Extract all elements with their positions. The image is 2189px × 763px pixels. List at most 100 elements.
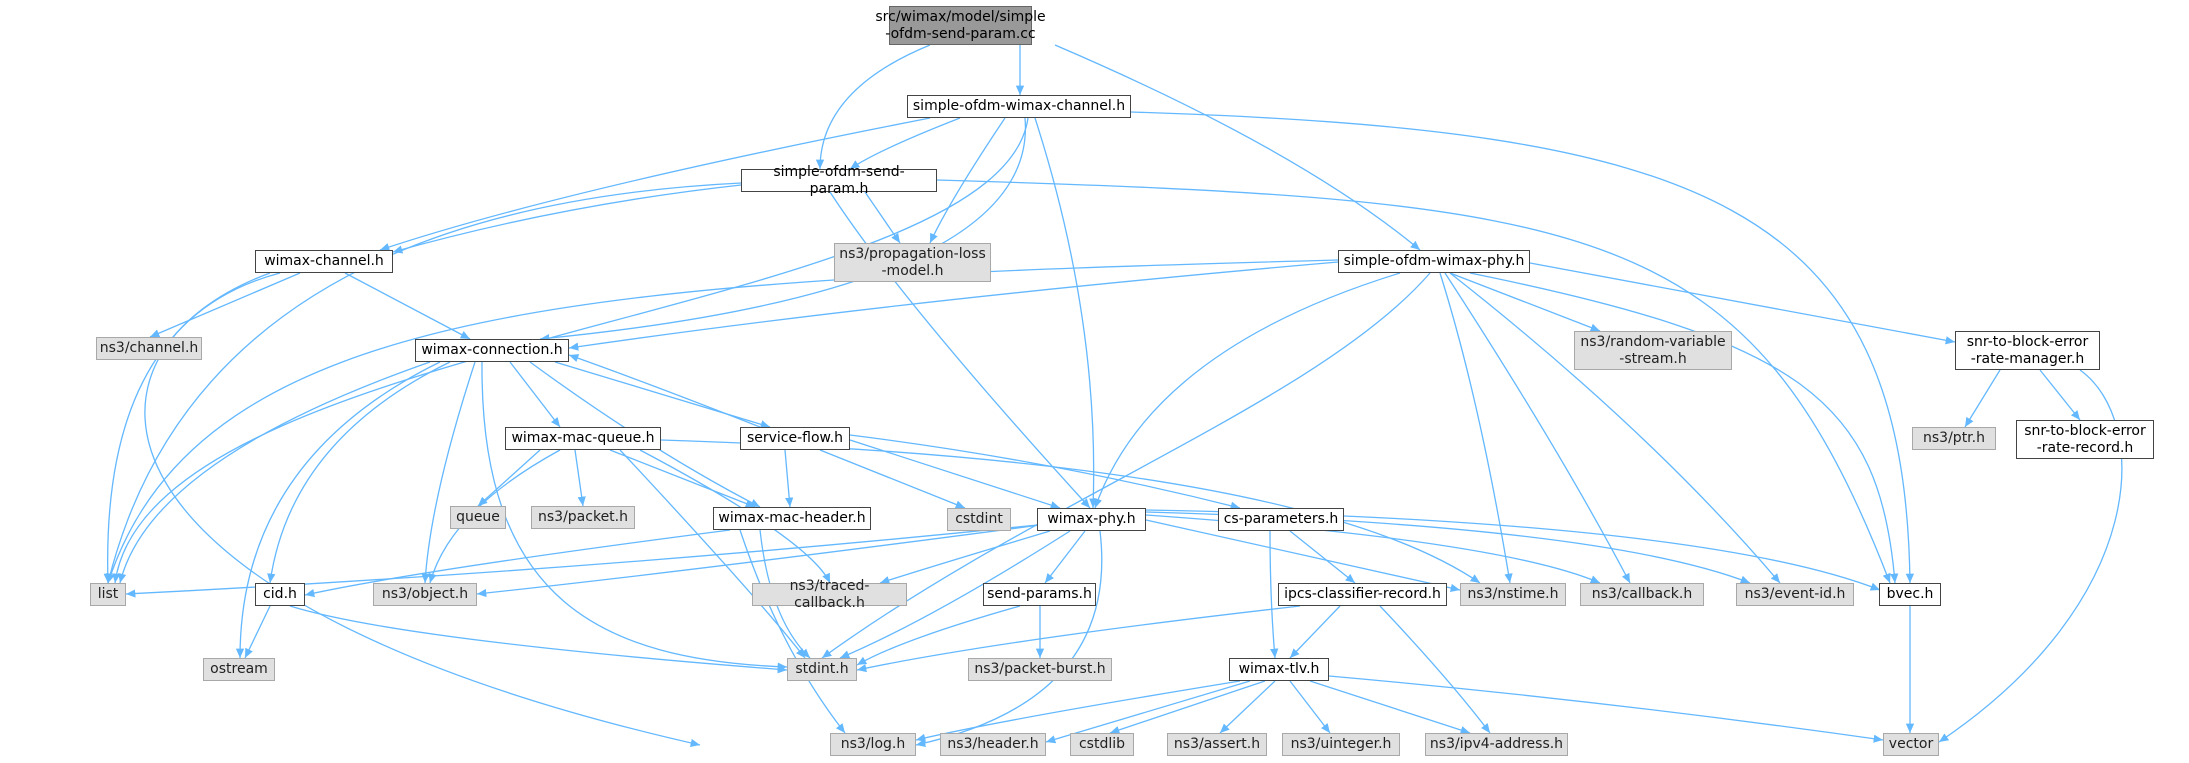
edge-wconn-to-stdint bbox=[481, 361, 788, 671]
edge-cid-to-ostream bbox=[244, 605, 271, 659]
edge-wphy-to-cb bbox=[1145, 514, 1601, 584]
node-ns3-event-id-h: ns3/event-id.h bbox=[1736, 583, 1854, 606]
edge-sf-to-cstdint bbox=[819, 449, 966, 509]
edge-sendp-to-stdint bbox=[856, 605, 1021, 666]
edge-wconn-to-ostream bbox=[235, 361, 441, 659]
edge-sowc-to-wch bbox=[379, 117, 931, 251]
node-wimax-tlv-h[interactable]: wimax-tlv.h bbox=[1229, 658, 1329, 681]
edge-tlv-to-vector bbox=[1328, 675, 1884, 743]
edge-wphy-to-sendp bbox=[1044, 530, 1086, 584]
node-stdint-h: stdint.h bbox=[787, 658, 857, 681]
edge-snrm-to-snrr bbox=[2039, 369, 2081, 421]
node-ns3-callback-h: ns3/callback.h bbox=[1580, 583, 1704, 606]
edge-ipcs-to-tlv bbox=[1289, 605, 1341, 659]
node-simple-ofdm-send-param-h[interactable]: simple-ofdm-send-param.h bbox=[741, 164, 937, 197]
node-simple-ofdm-wimax-phy-h[interactable]: simple-ofdm-wimax-phy.h bbox=[1338, 250, 1530, 273]
node-send-params-h[interactable]: send-params.h bbox=[983, 583, 1096, 606]
edge-tlv-to-ipv4 bbox=[1309, 680, 1471, 735]
edge-root-to-sosp bbox=[815, 44, 931, 170]
edge-tlv-to-hdr bbox=[1045, 680, 1251, 744]
edge-sowc-to-sosp bbox=[849, 117, 961, 170]
node-cstdlib: cstdlib bbox=[1070, 733, 1134, 756]
node-ns3-uinteger-h: ns3/uinteger.h bbox=[1282, 733, 1400, 756]
edge-wconn-to-sf bbox=[554, 361, 771, 429]
edge-sosp-to-wch bbox=[392, 184, 742, 254]
edge-sowp-to-rvs bbox=[1449, 272, 1601, 332]
edge-sowc-to-list bbox=[112, 117, 1029, 584]
edge-sowp-to-list bbox=[106, 259, 1339, 584]
node-cid-h[interactable]: cid.h bbox=[255, 583, 305, 606]
edge-ipcs-to-ipv4 bbox=[1379, 605, 1491, 734]
edge-wphy-to-tcb bbox=[879, 530, 1051, 585]
node-vector: vector bbox=[1883, 733, 1939, 756]
node-root-simple-ofdm-send-param-cc: src/wimax/model/simple -ofdm-send-param.… bbox=[875, 6, 1046, 45]
edge-wmq-to-wmh bbox=[609, 449, 756, 508]
edge-sowc-to-bvec bbox=[1130, 111, 1915, 584]
edge-wconn-to-cid bbox=[267, 361, 451, 584]
node-wimax-connection-h[interactable]: wimax-connection.h bbox=[415, 339, 569, 362]
node-snr-to-block-error-rate-record-h[interactable]: snr-to-block-error -rate-record.h bbox=[2016, 420, 2154, 459]
node-ns3-nstime-h: ns3/nstime.h bbox=[1460, 583, 1566, 606]
edge-ipcs-to-stdint bbox=[856, 605, 1301, 673]
edge-wmh-to-stdint bbox=[759, 529, 811, 659]
edge-wphy-to-stdint bbox=[839, 530, 1071, 659]
dependency-edges bbox=[103, 44, 2123, 748]
node-service-flow-h[interactable]: service-flow.h bbox=[740, 427, 850, 450]
node-ns3-ptr-h: ns3/ptr.h bbox=[1912, 427, 1996, 450]
edge-wch-to-chan bbox=[149, 272, 301, 338]
edge-snrm-to-ptr bbox=[1964, 369, 2001, 428]
edge-wch-to-wconn bbox=[344, 272, 471, 340]
node-cstdint: cstdint bbox=[947, 508, 1011, 531]
node-ns3-propagation-loss-model-h: ns3/propagation-loss -model.h bbox=[834, 243, 991, 282]
edge-sowc-to-wphy bbox=[1034, 117, 1098, 509]
edge-wphy-to-obj bbox=[476, 524, 1041, 598]
edge-sowc-to-prop bbox=[929, 117, 1006, 244]
edge-wconn-to-list bbox=[118, 361, 431, 584]
edge-csp-to-ipcs bbox=[1289, 530, 1356, 584]
edge-sosp-to-wphy bbox=[829, 191, 1091, 509]
edge-sowp-to-wphy bbox=[1094, 272, 1401, 509]
edge-wmh-to-log bbox=[739, 529, 846, 734]
edge-sowp-to-wconn bbox=[568, 261, 1339, 351]
node-cs-parameters-h[interactable]: cs-parameters.h bbox=[1218, 508, 1344, 531]
edge-sowp-to-cb bbox=[1444, 272, 1631, 584]
edge-sowp-to-bvec bbox=[1469, 272, 1899, 584]
node-wimax-phy-h[interactable]: wimax-phy.h bbox=[1037, 508, 1146, 531]
node-ns3-random-variable-stream-h: ns3/random-variable -stream.h bbox=[1574, 331, 1732, 370]
node-queue: queue bbox=[450, 506, 506, 529]
edge-wmq-to-queue bbox=[477, 449, 541, 507]
node-snr-to-block-error-rate-manager-h[interactable]: snr-to-block-error -rate-manager.h bbox=[1955, 331, 2100, 370]
edge-sowc-to-wconn bbox=[539, 117, 1027, 343]
edge-wmq-to-stdint bbox=[619, 449, 806, 659]
node-ns3-packet-h: ns3/packet.h bbox=[531, 506, 635, 529]
node-ns3-header-h: ns3/header.h bbox=[940, 733, 1046, 756]
node-ns3-object-h: ns3/object.h bbox=[373, 583, 477, 606]
edge-root-to-sowp bbox=[1054, 44, 1421, 251]
edge-sowp-to-nst bbox=[1439, 272, 1513, 584]
node-ns3-ipv4-address-h: ns3/ipv4-address.h bbox=[1425, 733, 1568, 756]
edge-sosp-to-bvec bbox=[936, 179, 1891, 584]
edge-sowp-to-snrm bbox=[1529, 262, 1956, 345]
node-ns3-channel-h: ns3/channel.h bbox=[96, 337, 202, 360]
edge-sowp-to-eid bbox=[1449, 272, 1781, 584]
edge-tlv-to-cstdlib bbox=[1109, 680, 1266, 734]
edge-wconn-to-obj bbox=[421, 361, 476, 584]
edge-tlv-to-uint bbox=[1289, 680, 1331, 734]
edge-csp-to-tlv bbox=[1269, 530, 1279, 659]
edge-sosp-to-list bbox=[106, 182, 742, 584]
node-ipcs-classifier-record-h[interactable]: ipcs-classifier-record.h bbox=[1278, 583, 1447, 606]
node-wimax-mac-queue-h[interactable]: wimax-mac-queue.h bbox=[505, 427, 661, 450]
edge-wconn-to-wmq bbox=[509, 361, 561, 428]
edge-snrm-to-vector bbox=[1938, 369, 2123, 743]
node-wimax-channel-h[interactable]: wimax-channel.h bbox=[255, 250, 393, 273]
edge-sf-to-wconn bbox=[568, 354, 761, 428]
node-bvec-h[interactable]: bvec.h bbox=[1879, 583, 1941, 606]
node-wimax-mac-header-h[interactable]: wimax-mac-header.h bbox=[713, 507, 871, 530]
edge-wmq-to-pkt bbox=[574, 449, 586, 507]
node-simple-ofdm-wimax-channel-h[interactable]: simple-ofdm-wimax-channel.h bbox=[907, 95, 1131, 118]
edge-cid-to-stdint bbox=[289, 605, 788, 674]
node-ns3-traced-callback-h: ns3/traced-callback.h bbox=[752, 578, 907, 611]
edge-sowp-to-stdint bbox=[821, 272, 1431, 659]
edge-wphy-to-nst bbox=[1145, 519, 1461, 593]
